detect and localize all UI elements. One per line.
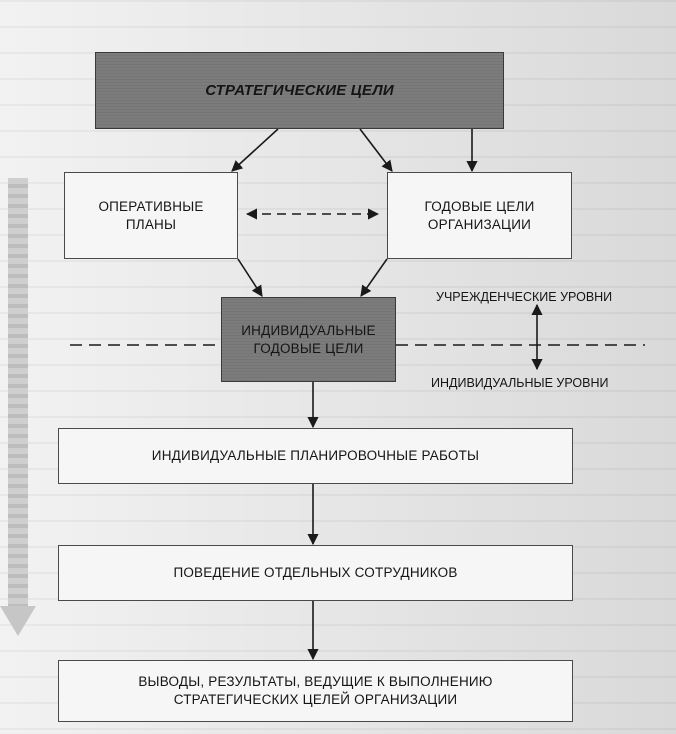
individual-planning-box: ИНДИВИДУАЛЬНЫЕ ПЛАНИРОВОЧНЫЕ РАБОТЫ bbox=[58, 428, 573, 484]
annual-goals-line-2: ОРГАНИЗАЦИИ bbox=[427, 216, 532, 232]
operative-plans-line-1: ОПЕРАТИВНЫЕ bbox=[98, 198, 204, 214]
down-arrow-icon bbox=[0, 606, 36, 636]
employee-behavior-box: ПОВЕДЕНИЕ ОТДЕЛЬНЫХ СОТРУДНИКОВ bbox=[58, 545, 573, 601]
individual-goals-line-1: ИНДИВИДУАЛЬНЫЕ bbox=[241, 322, 376, 338]
organizational-levels-label: УЧРЕЖДЕНЧЕСКИЕ УРОВНИ bbox=[436, 290, 613, 304]
arrow-annual-to-individual bbox=[360, 258, 388, 297]
employee-behavior-label: ПОВЕДЕНИЕ ОТДЕЛЬНЫХ СОТРУДНИКОВ bbox=[173, 565, 458, 581]
individual-levels-label: ИНДИВИДУАЛЬНЫЕ УРОВНИ bbox=[431, 376, 609, 390]
arrow-strategic-to-annual bbox=[359, 128, 393, 172]
operative-plans-line-2: ПЛАНЫ bbox=[125, 216, 177, 232]
flow-direction-arrow-shaft bbox=[8, 178, 28, 608]
arrow-strategic-to-operative bbox=[231, 128, 279, 172]
individual-planning-label: ИНДИВИДУАЛЬНЫЕ ПЛАНИРОВОЧНЫЕ РАБОТЫ bbox=[151, 448, 480, 464]
individual-annual-goals-box: ИНДИВИДУАЛЬНЫЕ ГОДОВЫЕ ЦЕЛИ bbox=[221, 297, 396, 382]
outputs-line-2: СТРАТЕГИЧЕСКИХ ЦЕЛЕЙ ОРГАНИЗАЦИИ bbox=[173, 692, 458, 707]
strategic-goals-label: СТРАТЕГИЧЕСКИЕ ЦЕЛИ bbox=[205, 81, 394, 99]
annual-goals-box: ГОДОВЫЕ ЦЕЛИ ОРГАНИЗАЦИИ bbox=[387, 172, 572, 259]
operative-plans-box: ОПЕРАТИВНЫЕ ПЛАНЫ bbox=[64, 172, 238, 259]
outputs-box: ВЫВОДЫ, РЕЗУЛЬТАТЫ, ВЕДУЩИЕ К ВЫПОЛНЕНИЮ… bbox=[58, 660, 573, 722]
arrow-operative-to-individual bbox=[237, 258, 263, 297]
annual-goals-line-1: ГОДОВЫЕ ЦЕЛИ bbox=[424, 198, 535, 214]
strategic-goals-box: СТРАТЕГИЧЕСКИЕ ЦЕЛИ bbox=[95, 52, 504, 129]
outputs-line-1: ВЫВОДЫ, РЕЗУЛЬТАТЫ, ВЕДУЩИЕ К ВЫПОЛНЕНИЮ bbox=[138, 674, 493, 690]
individual-goals-line-2: ГОДОВЫЕ ЦЕЛИ bbox=[253, 340, 364, 356]
